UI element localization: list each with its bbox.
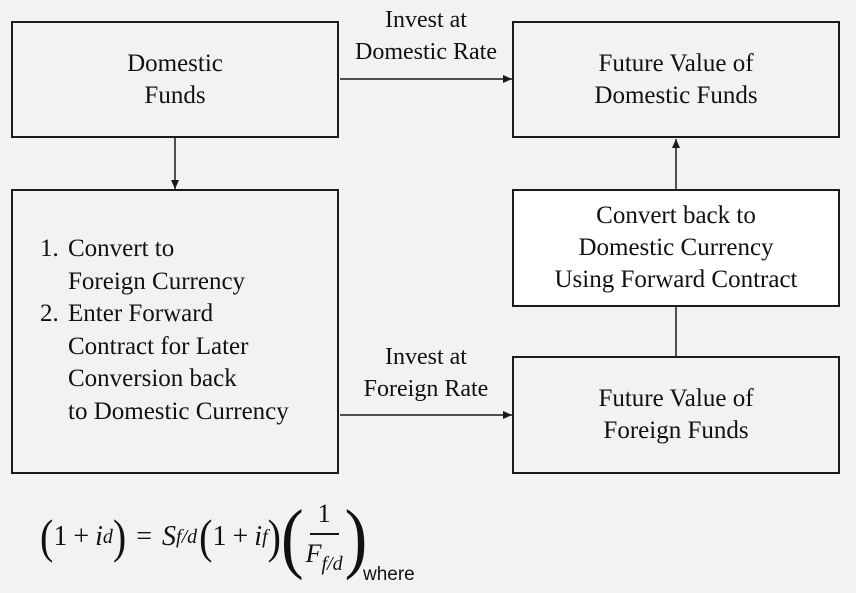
formula-op: +: [73, 521, 90, 552]
conversion-steps-box: [11, 189, 339, 474]
step-line: Convert to: [68, 235, 175, 262]
box-line: Convert back to: [596, 202, 756, 229]
step-item: 2. Enter Forward Contract for Later Conv…: [40, 298, 289, 428]
formula-sub: f/d: [321, 552, 343, 575]
box-line: Domestic: [127, 49, 223, 77]
domestic-funds-box: Domestic Funds: [11, 21, 339, 138]
future-domestic-box: Future Value of Domestic Funds: [512, 21, 840, 138]
box-line: Using Forward Contract: [554, 266, 798, 293]
formula-term: 1: [212, 521, 227, 552]
step-line: Contract for Later: [68, 332, 249, 360]
formula-sub: f/d: [176, 525, 198, 548]
future-foreign-box: Future Value of Foreign Funds: [512, 356, 840, 474]
box-line: Future Value of: [598, 385, 754, 412]
step-item: 1. Convert to Foreign Currency: [40, 233, 289, 298]
box-line: Domestic Currency: [578, 234, 774, 261]
step-number: 2.: [40, 300, 59, 327]
box-line: Funds: [144, 81, 206, 109]
formula-sub: d: [102, 525, 113, 548]
steps-list: 1. Convert to Foreign Currency 2. Enter …: [40, 233, 289, 428]
step-line: to Domestic Currency: [68, 397, 289, 425]
edge-label-foreign: Invest at Foreign Rate: [340, 341, 512, 405]
formula-term: S: [162, 521, 177, 552]
edge-label-line: Domestic Rate: [355, 39, 497, 65]
box-line: Future Value of: [598, 49, 754, 77]
formula-term: 1: [53, 521, 68, 552]
step-line: Conversion back: [68, 365, 237, 392]
where-label: where: [363, 564, 415, 585]
fraction-numerator: 1: [309, 499, 339, 535]
edge-label-domestic: Invest at Domestic Rate: [340, 4, 512, 68]
box-line: Foreign Funds: [603, 417, 749, 444]
formula-sub: f: [262, 525, 268, 548]
formula-term: i: [95, 521, 103, 552]
step-line: Enter Forward: [68, 300, 214, 327]
formula-op: +: [232, 521, 249, 552]
edge-label-line: Invest at: [385, 7, 467, 33]
step-number: 1.: [40, 235, 59, 262]
formula-fraction: 1 Ff/d: [306, 499, 343, 576]
step-line: Foreign Currency: [68, 267, 246, 295]
fraction-denominator: Ff/d: [306, 535, 343, 576]
edge-label-line: Foreign Rate: [363, 376, 489, 402]
convert-back-box: Convert back to Domestic Currency Using …: [512, 189, 840, 307]
box-line: Domestic Funds: [594, 81, 758, 109]
edge-label-line: Invest at: [385, 344, 467, 370]
formula-op: =: [136, 521, 153, 552]
formula-term: F: [305, 538, 322, 568]
formula-term: i: [254, 521, 263, 552]
